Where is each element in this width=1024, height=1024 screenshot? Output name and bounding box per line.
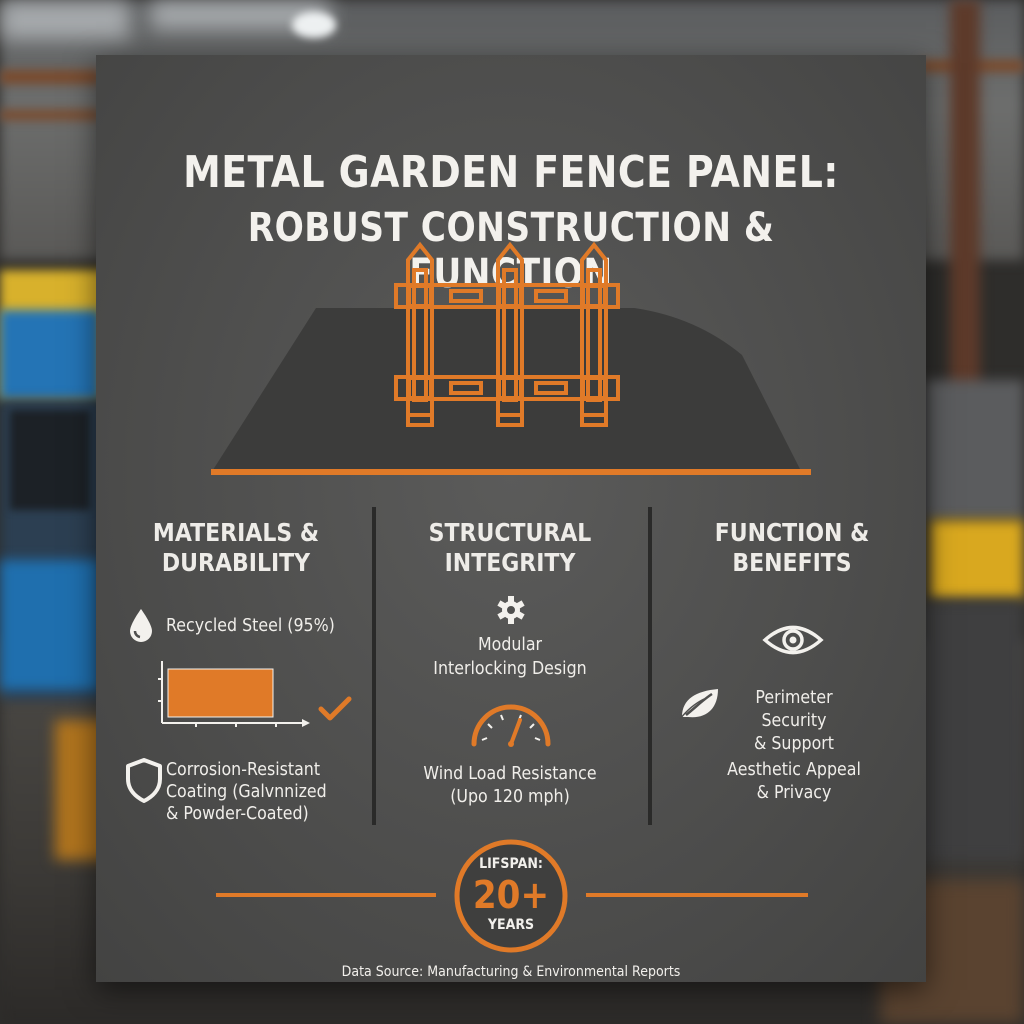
skylight: [0, 0, 130, 40]
machine: [925, 380, 1024, 520]
speedometer-icon: [471, 704, 551, 747]
function-heading: FUNCTION & BENEFITS: [686, 518, 897, 578]
recycled-steel-bar: [167, 668, 274, 718]
modular-design-label: Modular Interlocking Design: [404, 633, 615, 681]
recycled-steel-label: Recycled Steel (95%): [166, 615, 335, 636]
wind-line1: Wind Load Resistance: [423, 763, 597, 784]
lifespan-rule-left: [216, 893, 436, 897]
coating-label: Corrosion-Resistant Coating (Galvnnized …: [166, 759, 342, 825]
lifespan-unit: YEARS: [487, 917, 535, 933]
aesthetic-appeal-label: Aesthetic Appeal & Privacy: [706, 758, 882, 804]
aesthetic-line1: Aesthetic Appeal: [727, 759, 861, 780]
structural-heading-line1: STRUCTURAL: [428, 518, 592, 547]
machine-panel: [10, 410, 90, 510]
function-heading-line2: BENEFITS: [732, 548, 852, 577]
materials-heading-line2: DURABILITY: [161, 548, 311, 577]
lifespan-label: LIFSPAN:: [479, 856, 543, 872]
roof-beam: [0, 110, 100, 120]
wind-load-label: Wind Load Resistance (Upo 120 mph): [404, 762, 615, 808]
security-line2: & Support: [753, 733, 834, 754]
function-heading-line1: FUNCTION &: [714, 518, 870, 547]
pillar: [950, 0, 980, 420]
perimeter-security-label: Perimeter Security & Support: [724, 686, 865, 755]
eye-icon: [762, 625, 824, 655]
machine: [0, 560, 100, 690]
recycled-steel-chart: [158, 661, 310, 727]
column-divider: [372, 507, 376, 825]
machine: [930, 520, 1024, 600]
modular-line2: Interlocking Design: [433, 658, 587, 679]
shield-icon: [126, 758, 162, 803]
lifespan-rule-right: [586, 893, 808, 897]
security-line1: Perimeter Security: [755, 687, 833, 731]
wind-line2: (Upo 120 mph): [450, 786, 570, 807]
poster-title: METAL GARDEN FENCE PANEL:: [183, 147, 839, 198]
roof-beam: [0, 70, 100, 84]
column-divider: [648, 507, 652, 825]
machine: [920, 600, 1024, 860]
coating-line2: Coating (Galvnnized: [166, 781, 327, 802]
modular-line1: Modular: [477, 634, 543, 655]
aesthetic-line2: & Privacy: [756, 782, 832, 803]
coating-line3: & Powder-Coated): [166, 803, 309, 824]
lifespan-badge: [454, 839, 568, 953]
bottom-rail: [394, 375, 620, 401]
data-source-footer: Data Source: Manufacturing & Environment…: [341, 964, 681, 980]
materials-heading-line1: MATERIALS &: [152, 518, 320, 547]
lifespan-value: 20+: [472, 873, 550, 917]
gear-icon: [497, 596, 525, 624]
ground-line: [211, 469, 811, 475]
infographic-poster: METAL GARDEN FENCE PANEL: ROBUST CONSTRU…: [96, 55, 926, 982]
structural-heading-line2: INTEGRITY: [444, 548, 576, 577]
leaf-icon: [679, 689, 718, 720]
materials-heading: MATERIALS & DURABILITY: [130, 518, 341, 578]
structural-heading: STRUCTURAL INTEGRITY: [404, 518, 615, 578]
ceiling-lamp: [292, 12, 336, 38]
machine: [0, 310, 100, 400]
coating-line1: Corrosion-Resistant: [166, 759, 321, 780]
poster-subtitle: ROBUST CONSTRUCTION & FUNCTION: [247, 205, 775, 297]
checkmark-icon: [318, 696, 352, 721]
water-drop-icon: [130, 609, 152, 642]
ground-silhouette: [211, 308, 802, 473]
